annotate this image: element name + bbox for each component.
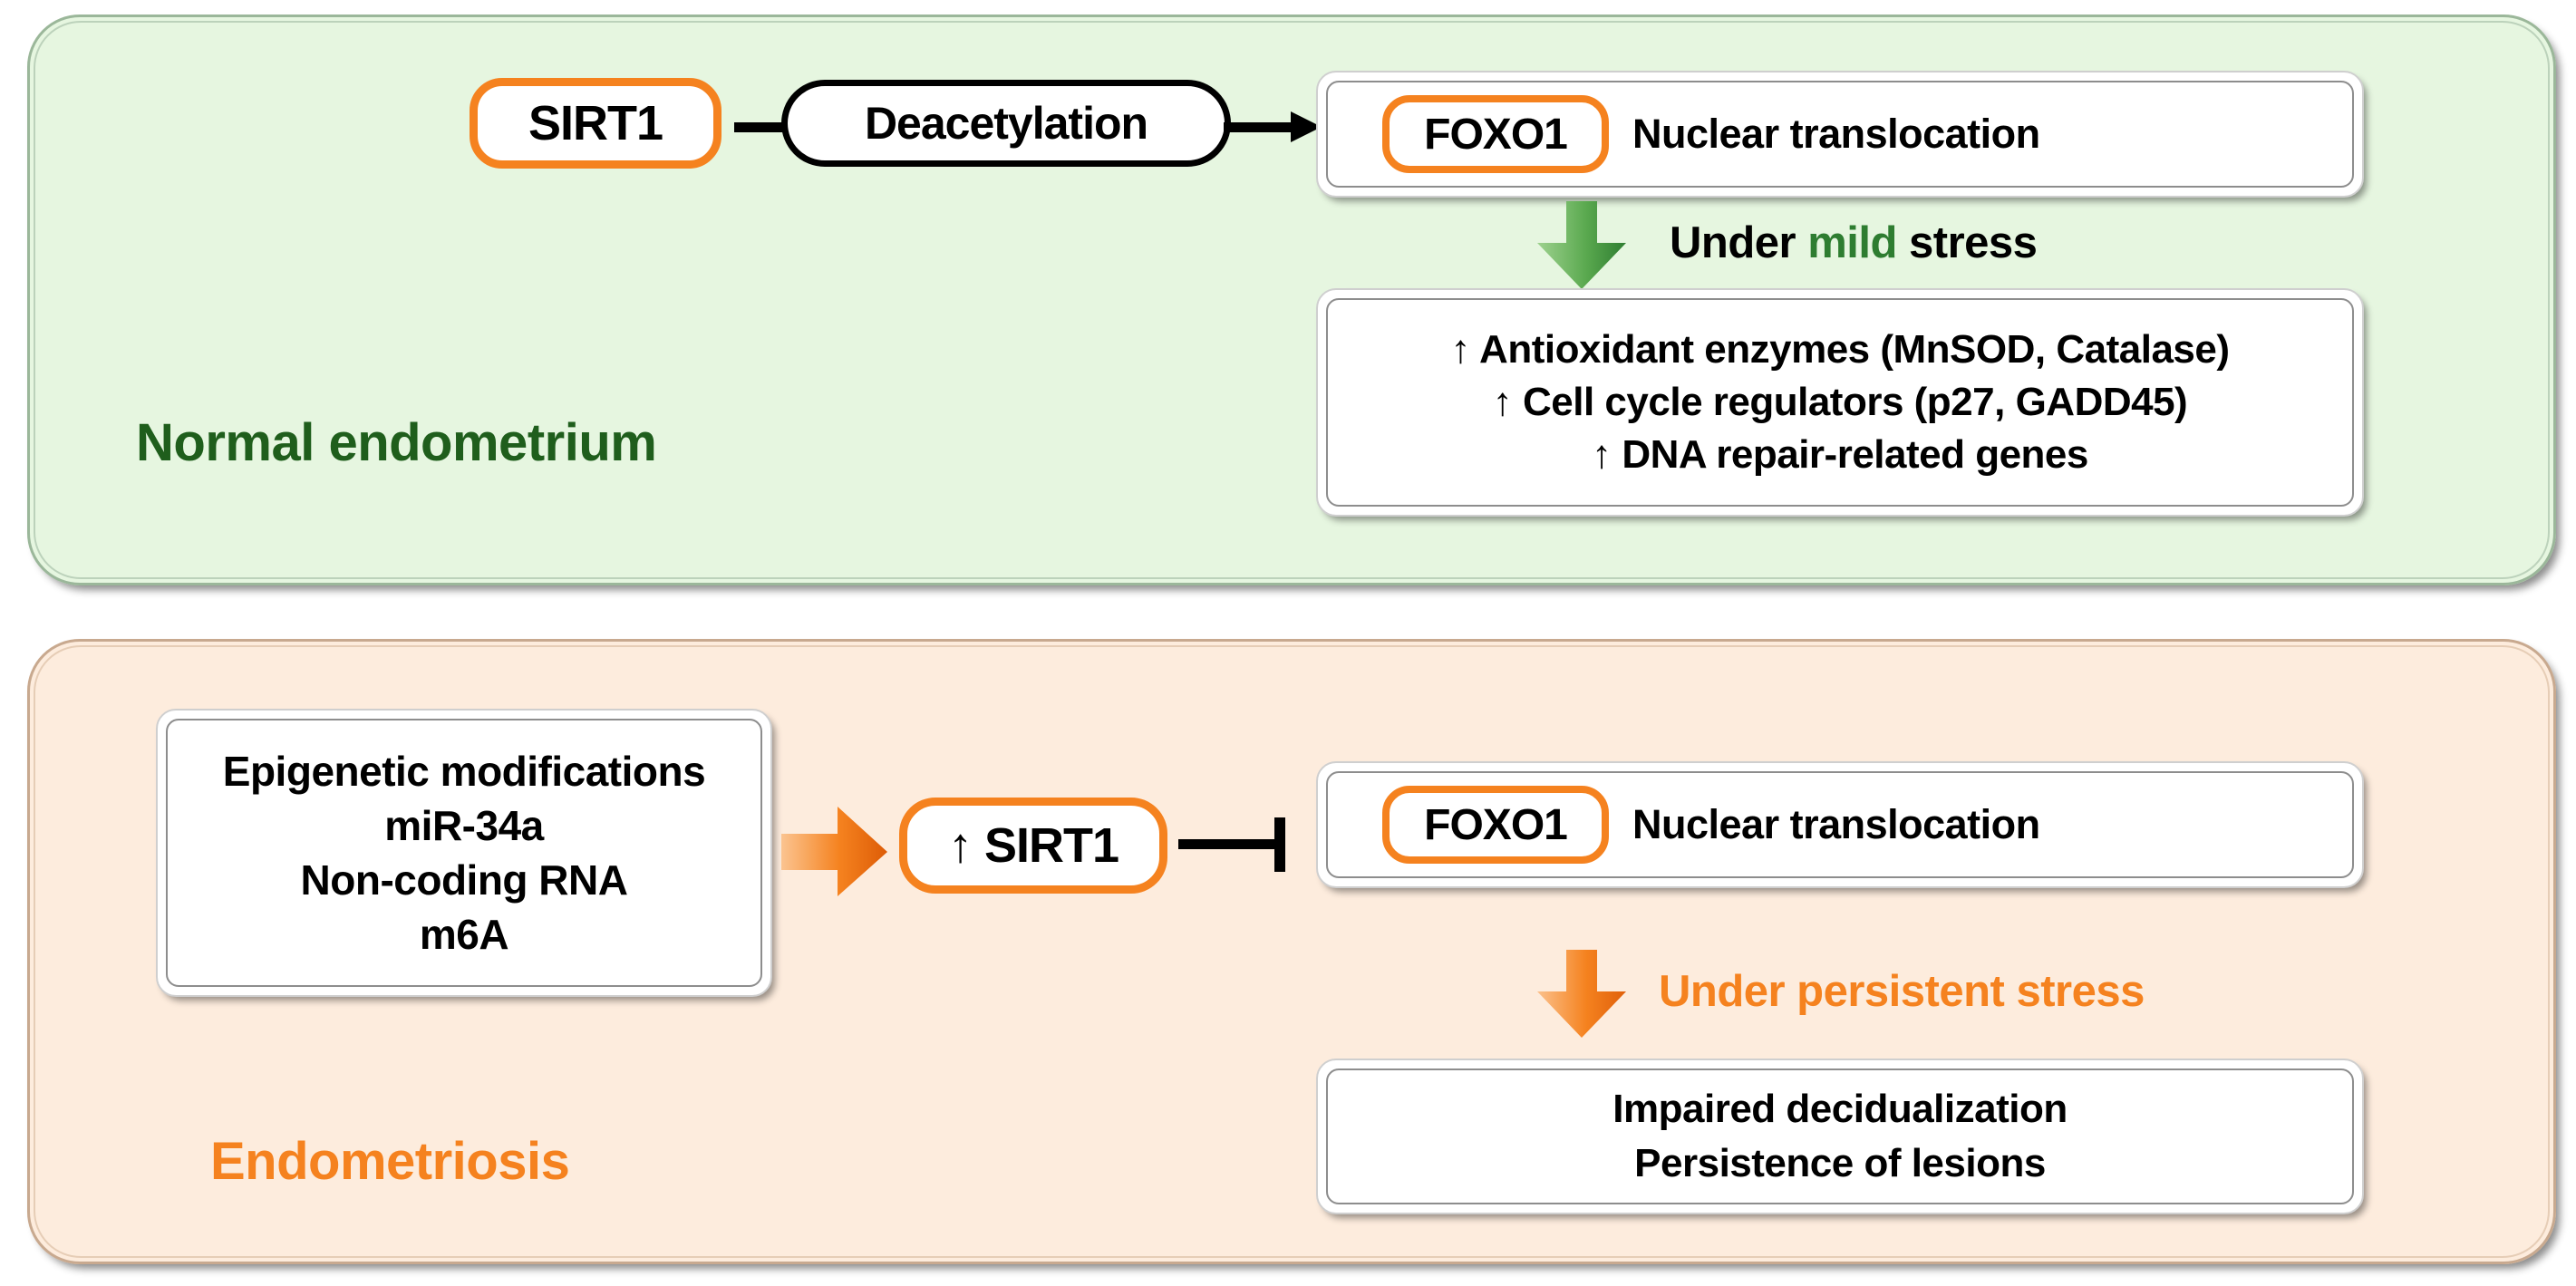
stress-prefix: Under bbox=[1670, 218, 1808, 267]
panel-border-outer bbox=[27, 639, 2556, 1264]
outcome-line: ↑ DNA repair-related genes bbox=[1592, 432, 2088, 477]
outcome-line: ↑ Cell cycle regulators (p27, GADD45) bbox=[1492, 380, 2188, 424]
stress-highlight: Under persistent stress bbox=[1659, 967, 2145, 1016]
foxo1-translocation-text: Nuclear translocation bbox=[1632, 111, 2040, 157]
node-foxo1[interactable]: FOXO1 bbox=[1382, 786, 1609, 864]
box-epigenetic-modifications: Epigenetic modifications miR-34a Non-cod… bbox=[156, 709, 772, 997]
epigenetic-line: Epigenetic modifications bbox=[222, 748, 706, 795]
outcome-line: ↑ Antioxidant enzymes (MnSOD, Catalase) bbox=[1450, 327, 2230, 372]
node-foxo1[interactable]: FOXO1 bbox=[1382, 95, 1609, 173]
box-foxo1-translocation: FOXO1 Nuclear translocation bbox=[1316, 761, 2364, 888]
stress-highlight: mild bbox=[1807, 218, 1897, 267]
panel-border-inner bbox=[34, 21, 2550, 579]
box-foxo1-translocation: FOXO1 Nuclear translocation bbox=[1316, 71, 2364, 198]
node-foxo1-label: FOXO1 bbox=[1424, 800, 1568, 849]
panel-caption-endometriosis: Endometriosis bbox=[210, 1132, 570, 1191]
node-sirt1[interactable]: SIRT1 bbox=[470, 78, 721, 169]
box-endometriosis-outcomes: Impaired decidualization Persistence of … bbox=[1316, 1059, 2364, 1214]
panel-caption-normal: Normal endometrium bbox=[136, 413, 657, 472]
stress-label-mild: Under mild stress bbox=[1670, 218, 2038, 268]
outcome-line: Impaired decidualization bbox=[1612, 1087, 2068, 1131]
inhibition-tbar-icon bbox=[1178, 817, 1287, 894]
node-sirt1-upregulated-label: ↑ SIRT1 bbox=[947, 818, 1119, 873]
panel-border-outer bbox=[27, 15, 2556, 585]
arrow-down-orange-icon bbox=[1537, 950, 1626, 1038]
node-foxo1-label: FOXO1 bbox=[1424, 110, 1568, 159]
node-deacetylation[interactable]: Deacetylation bbox=[781, 80, 1231, 167]
outcome-line: Persistence of lesions bbox=[1634, 1141, 2046, 1185]
epigenetic-line: m6A bbox=[419, 911, 509, 958]
arrow-right-orange-icon bbox=[781, 807, 887, 896]
box-normal-outcomes: ↑ Antioxidant enzymes (MnSOD, Catalase) … bbox=[1316, 288, 2364, 517]
epigenetic-line: miR-34a bbox=[384, 802, 544, 849]
panel-border-inner bbox=[34, 645, 2550, 1258]
node-sirt1-upregulated[interactable]: ↑ SIRT1 bbox=[899, 798, 1167, 894]
arrow-down-green-icon bbox=[1537, 201, 1626, 289]
node-deacetylation-label: Deacetylation bbox=[864, 98, 1148, 149]
epigenetic-line: Non-coding RNA bbox=[300, 856, 628, 904]
node-sirt1-label: SIRT1 bbox=[528, 96, 663, 150]
stress-suffix: stress bbox=[1896, 218, 2038, 267]
foxo1-translocation-text: Nuclear translocation bbox=[1632, 801, 2040, 847]
stress-label-persistent: Under persistent stress bbox=[1659, 966, 2145, 1017]
